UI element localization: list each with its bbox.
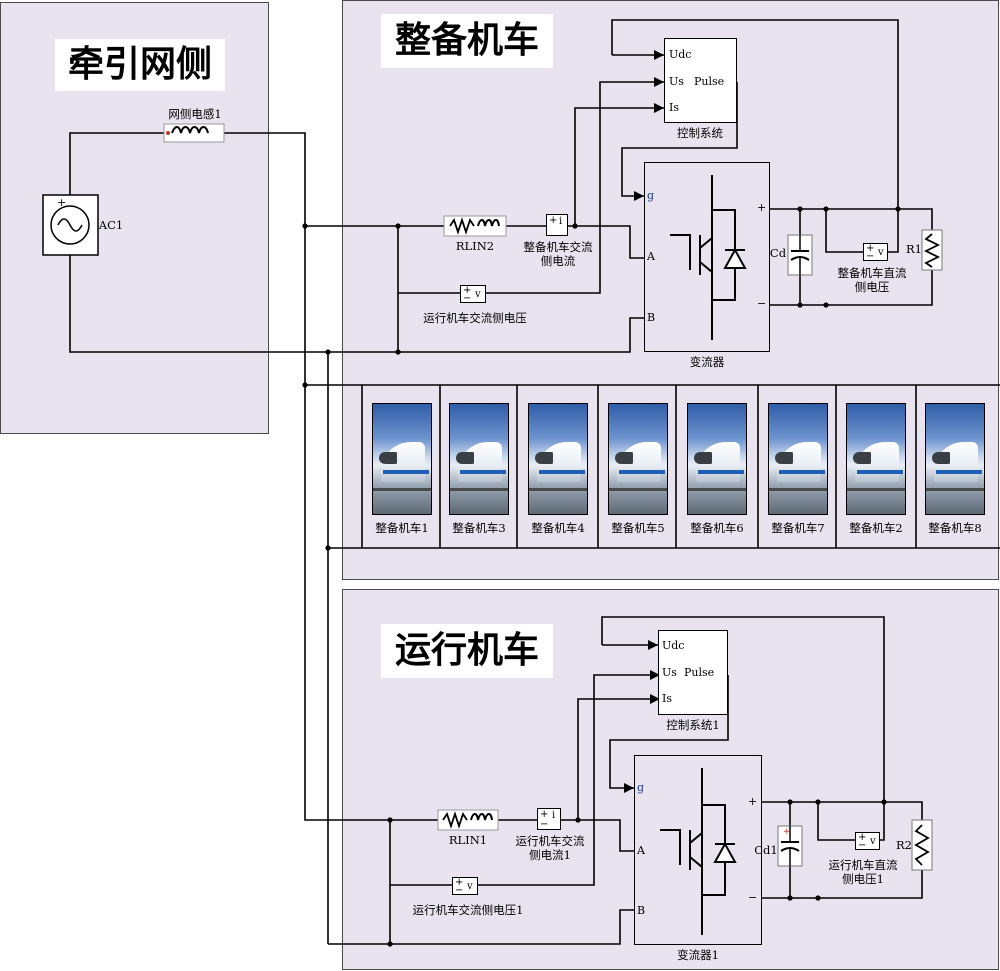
running-ac-current-meter[interactable]: +− i bbox=[537, 808, 561, 830]
running-dc-voltage-meter[interactable]: +− v bbox=[855, 832, 880, 851]
standby-ac-voltage-meter-symbol: v bbox=[475, 289, 481, 300]
running-locomotive-title: 运行机车 bbox=[381, 624, 553, 678]
standby-converter-block[interactable] bbox=[644, 162, 770, 352]
locomotive-label-4: 整备机车5 bbox=[611, 521, 665, 535]
running-ac-voltage-meter[interactable]: +− v bbox=[452, 877, 478, 896]
standby-control-system-block[interactable] bbox=[664, 38, 737, 123]
standby-control-pulse-port: Pulse bbox=[694, 75, 725, 88]
standby-converter-minus-port: − bbox=[757, 297, 767, 310]
standby-locomotive-title: 整备机车 bbox=[381, 14, 553, 68]
locomotive-label-6: 整备机车7 bbox=[771, 521, 825, 535]
standby-control-system-label: 控制系统 bbox=[677, 126, 723, 140]
locomotive-label-8: 整备机车8 bbox=[928, 521, 982, 535]
locomotive-thumbnail-7[interactable] bbox=[846, 403, 906, 515]
standby-converter-b-port: B bbox=[647, 311, 656, 324]
running-converter-label: 变流器1 bbox=[677, 948, 719, 962]
locomotive-thumbnail-8[interactable] bbox=[925, 403, 985, 515]
standby-ac-current-label: 整备机车交流 侧电流 bbox=[523, 240, 593, 268]
converter-switch-symbol bbox=[670, 175, 747, 340]
resistor-r1-label: R1 bbox=[906, 242, 922, 256]
standby-ac-voltage-label: 运行机车交流侧电压 bbox=[423, 311, 527, 325]
standby-control-us-port: Us bbox=[669, 75, 684, 88]
locomotive-thumbnail-4[interactable] bbox=[608, 403, 668, 515]
standby-dc-voltage-meter[interactable]: +− v bbox=[863, 243, 888, 262]
standby-converter-a-port: A bbox=[647, 250, 655, 263]
standby-ac-voltage-meter[interactable]: +− v bbox=[460, 285, 486, 304]
running-dc-voltage-label: 运行机车直流 侧电压1 bbox=[828, 858, 898, 886]
svg-text:+: + bbox=[57, 196, 66, 209]
running-dc-voltage-meter-symbol: v bbox=[870, 836, 876, 847]
standby-control-is-port: Is bbox=[669, 101, 679, 114]
locomotive-label-3: 整备机车4 bbox=[531, 521, 585, 535]
running-converter-minus-port: − bbox=[748, 891, 758, 904]
standby-ac-current-meter-symbol: i bbox=[559, 216, 563, 227]
running-converter-g-port: g bbox=[637, 781, 645, 794]
locomotive-thumbnail-6[interactable] bbox=[768, 403, 828, 515]
locomotive-label-1: 整备机车1 bbox=[375, 521, 429, 535]
ac-source-label: AC1 bbox=[98, 218, 124, 232]
running-converter-b-port: B bbox=[637, 904, 646, 917]
rlin1-symbol bbox=[437, 809, 499, 831]
running-converter-a-port: A bbox=[637, 844, 645, 857]
locomotive-thumbnail-5[interactable] bbox=[687, 403, 747, 515]
running-control-is-port: Is bbox=[662, 692, 672, 705]
traction-side-title: 牵引网侧 bbox=[55, 39, 225, 91]
running-control-udc-port: Udc bbox=[662, 639, 685, 652]
ac-source-symbol: + bbox=[42, 194, 99, 256]
capacitor-cd1-label: Cd1 bbox=[754, 843, 778, 857]
locomotive-label-5: 整备机车6 bbox=[690, 521, 744, 535]
locomotive-thumbnail-2[interactable] bbox=[449, 403, 509, 515]
standby-converter-g-port: g bbox=[647, 189, 655, 202]
standby-converter-label: 变流器 bbox=[689, 355, 725, 369]
standby-ac-current-meter[interactable]: + i bbox=[546, 214, 568, 236]
locomotive-thumbnail-1[interactable] bbox=[372, 403, 432, 515]
running-ac-current-meter-symbol: i bbox=[552, 810, 556, 821]
locomotive-label-7: 整备机车2 bbox=[849, 521, 903, 535]
locomotive-thumbnail-3[interactable] bbox=[528, 403, 588, 515]
standby-dc-voltage-meter-symbol: v bbox=[878, 247, 884, 258]
running-ac-voltage-label: 运行机车交流侧电压1 bbox=[412, 903, 524, 917]
running-control-system-label: 控制系统1 bbox=[666, 718, 720, 732]
grid-inductor-label: 网侧电感1 bbox=[168, 107, 222, 121]
running-converter-plus-port: + bbox=[748, 795, 758, 808]
running-converter-block[interactable] bbox=[634, 755, 762, 945]
locomotive-label-2: 整备机车3 bbox=[452, 521, 506, 535]
standby-control-udc-port: Udc bbox=[669, 48, 692, 61]
grid-inductor-symbol bbox=[163, 123, 225, 143]
running-ac-voltage-meter-symbol: v bbox=[467, 881, 473, 892]
running-control-pulse-port: Pulse bbox=[684, 666, 715, 679]
running-control-system-block[interactable] bbox=[658, 630, 728, 715]
resistor-r1-symbol bbox=[921, 229, 943, 271]
standby-dc-voltage-label: 整备机车直流 侧电压 bbox=[837, 266, 907, 294]
running-control-us-port: Us bbox=[662, 666, 677, 679]
rlin2-label: RLIN2 bbox=[455, 239, 495, 253]
capacitor-cd-symbol bbox=[787, 234, 813, 276]
svg-text:+: + bbox=[783, 827, 791, 837]
rlin2-symbol bbox=[443, 215, 507, 237]
resistor-r2-symbol bbox=[911, 819, 933, 871]
converter1-switch-symbol bbox=[660, 768, 737, 935]
capacitor-cd1-symbol: + bbox=[777, 825, 803, 867]
standby-converter-plus-port: + bbox=[757, 201, 767, 214]
resistor-r2-label: R2 bbox=[896, 838, 912, 852]
capacitor-cd-label: Cd bbox=[769, 246, 787, 260]
running-ac-current-label: 运行机车交流 侧电流1 bbox=[515, 834, 585, 862]
rlin1-label: RLIN1 bbox=[448, 833, 488, 847]
